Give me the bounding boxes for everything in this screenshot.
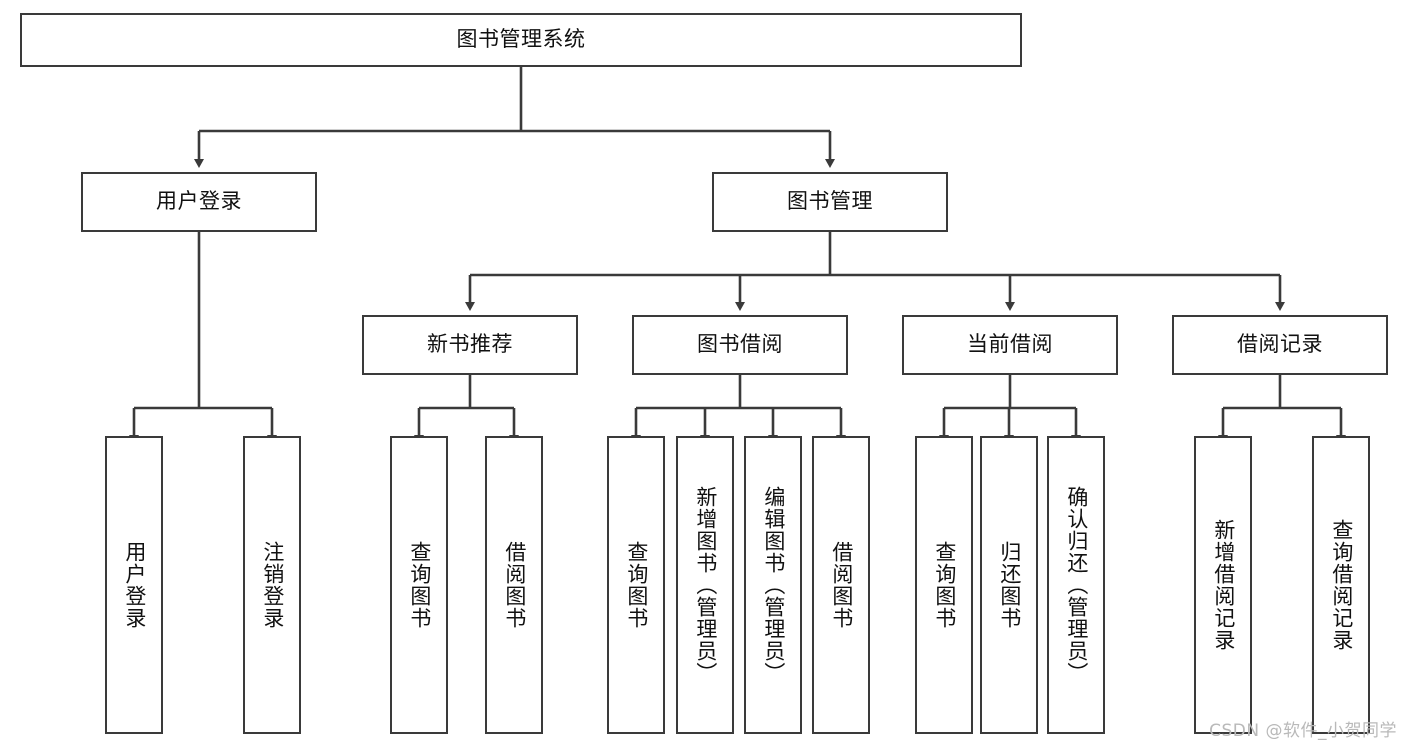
node-leaf-edit-book-label: 编辑图书（管理员） [761,486,786,684]
node-leaf-query-book-2[interactable]: 查询图书 [607,436,665,734]
node-leaf-user-logout-label: 注销登录 [260,541,285,629]
node-borrow-record-label: 借阅记录 [1237,332,1323,357]
node-new-book-recommend[interactable]: 新书推荐 [362,315,578,375]
node-leaf-confirm-return[interactable]: 确认归还（管理员） [1047,436,1105,734]
node-leaf-add-record-label: 新增借阅记录 [1211,519,1236,651]
node-leaf-query-book-3[interactable]: 查询图书 [915,436,973,734]
node-leaf-return-book-label: 归还图书 [997,541,1022,629]
node-leaf-confirm-return-label: 确认归还（管理员） [1064,486,1089,684]
node-root-label: 图书管理系统 [456,27,586,52]
node-leaf-add-book[interactable]: 新增图书（管理员） [676,436,734,734]
node-book-borrow[interactable]: 图书借阅 [632,315,848,375]
node-leaf-return-book[interactable]: 归还图书 [980,436,1038,734]
node-user-login[interactable]: 用户登录 [81,172,317,232]
node-current-borrow[interactable]: 当前借阅 [902,315,1118,375]
node-leaf-query-record-label: 查询借阅记录 [1329,519,1354,651]
node-leaf-add-book-label: 新增图书（管理员） [693,486,718,684]
node-leaf-query-book-3-label: 查询图书 [932,541,957,629]
node-user-login-label: 用户登录 [156,189,242,214]
node-current-borrow-label: 当前借阅 [967,332,1053,357]
node-leaf-borrow-book-2-label: 借阅图书 [829,541,854,629]
node-leaf-user-login-label: 用户登录 [122,541,147,629]
node-leaf-user-logout[interactable]: 注销登录 [243,436,301,734]
node-book-manage[interactable]: 图书管理 [712,172,948,232]
node-root[interactable]: 图书管理系统 [20,13,1022,67]
node-new-book-recommend-label: 新书推荐 [427,332,513,357]
watermark-text: CSDN @软件_小贺同学 [1209,721,1397,741]
node-leaf-query-record[interactable]: 查询借阅记录 [1312,436,1370,734]
node-book-manage-label: 图书管理 [787,189,873,214]
node-leaf-user-login[interactable]: 用户登录 [105,436,163,734]
node-book-borrow-label: 图书借阅 [697,332,783,357]
node-leaf-edit-book[interactable]: 编辑图书（管理员） [744,436,802,734]
node-leaf-query-book-1[interactable]: 查询图书 [390,436,448,734]
node-leaf-query-book-1-label: 查询图书 [407,541,432,629]
node-leaf-query-book-2-label: 查询图书 [624,541,649,629]
node-leaf-borrow-book-2[interactable]: 借阅图书 [812,436,870,734]
node-leaf-borrow-book-1[interactable]: 借阅图书 [485,436,543,734]
node-leaf-borrow-book-1-label: 借阅图书 [502,541,527,629]
node-leaf-add-record[interactable]: 新增借阅记录 [1194,436,1252,734]
node-borrow-record[interactable]: 借阅记录 [1172,315,1388,375]
